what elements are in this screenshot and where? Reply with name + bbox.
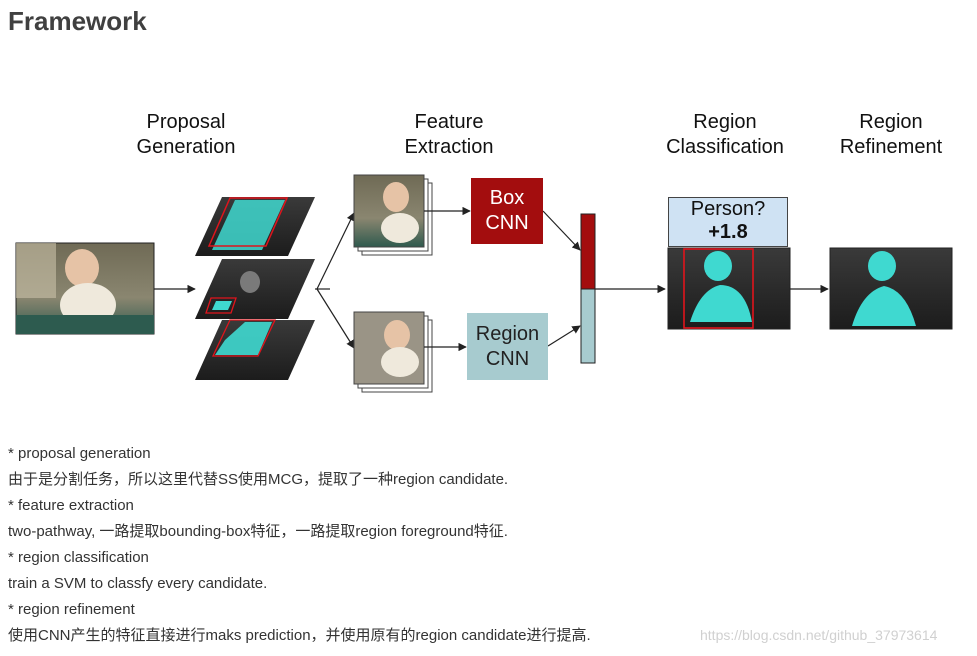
refinement-image [830, 248, 952, 329]
arrow-to-box-features [317, 213, 354, 289]
proposal-candidate-3 [195, 320, 315, 380]
note-body: two-pathway, 一路提取bounding-box特征，一路提取regi… [8, 521, 968, 547]
region-cnn-line: Region [467, 322, 548, 347]
note-body: 由于是分割任务，所以这里代替SS使用MCG，提取了一种region candid… [8, 469, 968, 495]
arrow-to-region-features [317, 289, 354, 348]
region-cnn-line: CNN [467, 347, 548, 372]
box-cnn-block: Box CNN [471, 178, 543, 244]
arrow-region-cnn-to-vector [548, 326, 580, 346]
classification-label: Person? [669, 198, 787, 221]
note-heading: * feature extraction [8, 495, 968, 521]
watermark: https://blog.csdn.net/github_37973614 [700, 627, 937, 643]
proposal-candidate-2 [195, 259, 315, 319]
classification-result-box: Person? +1.8 [668, 197, 788, 247]
feature-vector [581, 214, 595, 363]
proposal-candidate-1 [195, 197, 315, 256]
box-feature-stack [354, 175, 432, 255]
note-heading: * region refinement [8, 599, 968, 625]
notes-section: * proposal generation 由于是分割任务，所以这里代替SS使用… [8, 443, 968, 651]
box-cnn-line: Box [471, 186, 543, 211]
classification-score: +1.8 [669, 221, 787, 244]
region-cnn-block: Region CNN [467, 313, 548, 380]
region-feature-stack [354, 312, 432, 392]
box-cnn-line: CNN [471, 211, 543, 236]
classification-image [668, 248, 790, 329]
input-image [16, 243, 154, 334]
arrow-box-cnn-to-vector [543, 211, 580, 250]
note-heading: * proposal generation [8, 443, 968, 469]
note-body: train a SVM to classfy every candidate. [8, 573, 968, 599]
note-heading: * region classification [8, 547, 968, 573]
